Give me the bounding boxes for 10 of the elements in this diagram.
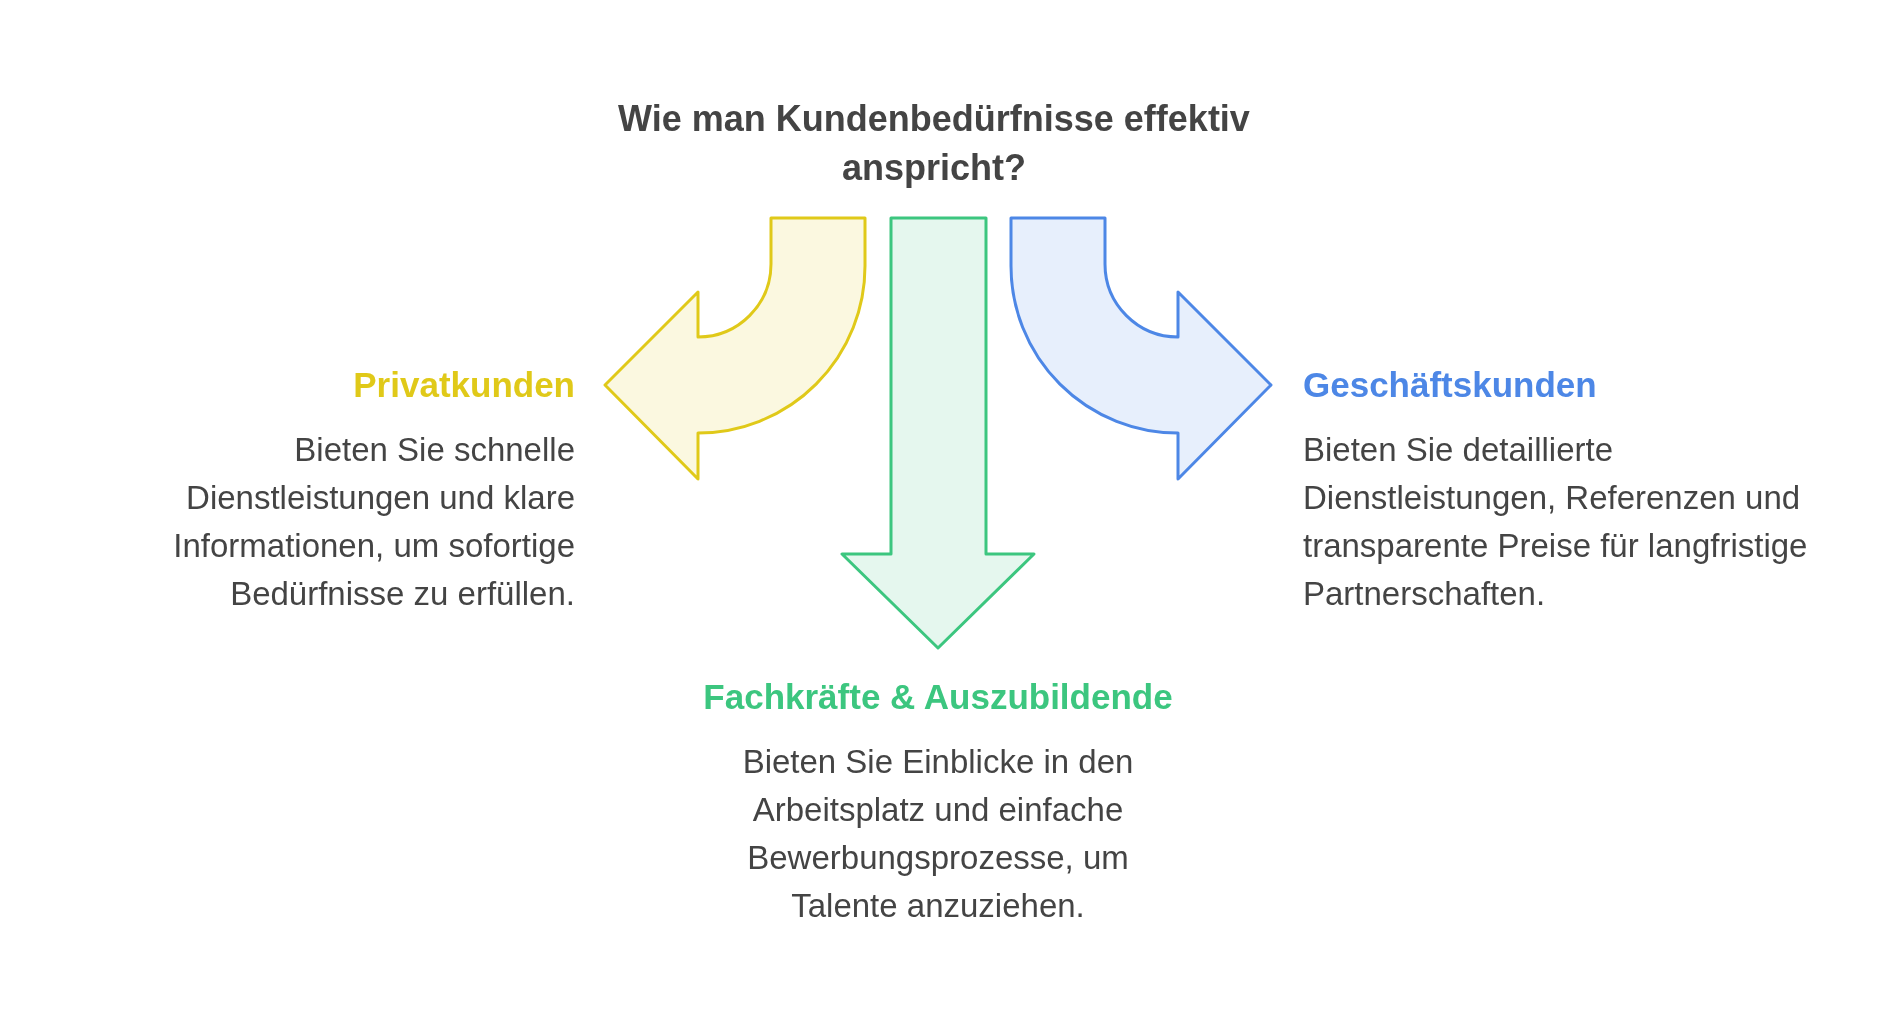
- description-text: Bieten Sie detaillierte Dienstleistungen, Referenzen und transparente Preise für langfristige Partnerschaften.: [1303, 430, 1809, 614]
- block-arrow: [1009, 216, 1273, 481]
- heading: Geschäftskunden: [1303, 364, 1598, 406]
- block-arrow: [603, 216, 867, 481]
- description-text: Bieten Sie Einblicke in den Arbeitsplatz und einfache Bewerbungsprozesse, um Talente anzuziehen.: [741, 742, 1135, 926]
- heading: Fachkräfte & Auszubildende: [702, 676, 1174, 718]
- heading: Privatkunden: [352, 364, 575, 406]
- description-text: Bieten Sie schnelle Dienstleistungen und klare Informationen, um sofortige Bedürfnisse zu erfüllen.: [172, 430, 575, 614]
- title: Wie man Kundenbedürfnisse effektiv anspricht?: [617, 97, 1251, 190]
- block-arrow: [840, 216, 1036, 650]
